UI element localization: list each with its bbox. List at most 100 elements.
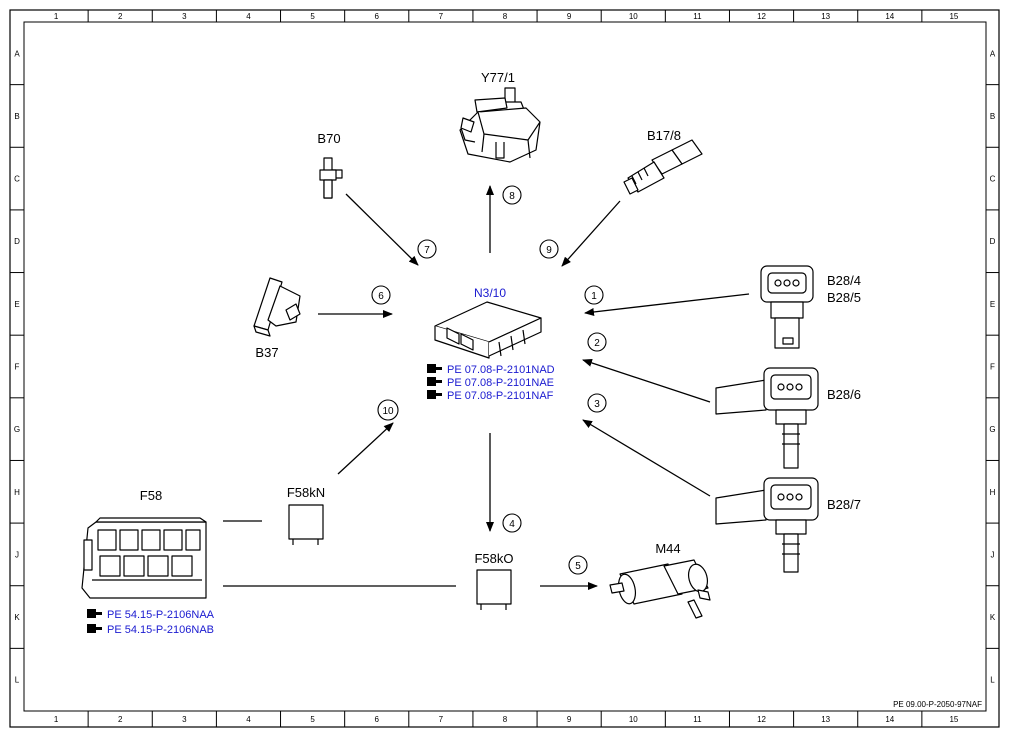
label-b70: B70 xyxy=(317,131,340,146)
column-label-top: 4 xyxy=(246,12,251,21)
column-label-top: 5 xyxy=(310,12,315,21)
reference-icon xyxy=(427,390,442,399)
row-label-right: F xyxy=(990,363,995,372)
callout-10-label: 10 xyxy=(382,406,394,417)
ecu-reference-2[interactable]: PE 07.08-P-2101NAE xyxy=(427,377,554,389)
column-label-bottom: 1 xyxy=(54,715,59,724)
reference-icon xyxy=(87,624,102,633)
ecu-reference-3-text[interactable]: PE 07.08-P-2101NAF xyxy=(447,390,554,402)
row-label-right: E xyxy=(990,300,995,309)
row-label-left: K xyxy=(14,613,20,622)
column-label-bottom: 4 xyxy=(246,715,251,724)
relay-f58kn-drawing xyxy=(288,504,324,545)
row-label-left: A xyxy=(14,49,20,58)
column-label-top: 3 xyxy=(182,12,187,21)
callout-6-label: 6 xyxy=(378,291,384,302)
column-label-top: 9 xyxy=(567,12,572,21)
column-labels: 1122334455667788991010111112121313141415… xyxy=(54,12,959,724)
callout-markers: 1 2 3 4 5 6 7 8 9 10 xyxy=(371,185,607,575)
callout-4-label: 4 xyxy=(509,519,515,530)
pedal-b37-drawing xyxy=(253,277,301,337)
pump-m44-drawing xyxy=(609,559,711,619)
callout-1: 1 xyxy=(584,285,604,305)
row-label-left: C xyxy=(14,175,20,184)
fusebox-reference-2-text[interactable]: PE 54.15-P-2106NAB xyxy=(107,624,214,636)
label-f58kn: F58kN xyxy=(287,485,325,500)
row-label-left: J xyxy=(15,550,19,559)
row-label-left: B xyxy=(14,112,19,121)
row-label-right: K xyxy=(990,613,996,622)
column-label-top: 10 xyxy=(629,12,638,21)
label-b28-6: B28/6 xyxy=(827,387,861,402)
callout-8: 8 xyxy=(502,185,522,205)
callout-6: 6 xyxy=(371,285,391,305)
signal-arrows xyxy=(223,185,750,590)
label-n3-10: N3/10 xyxy=(474,286,506,300)
row-label-left: F xyxy=(15,363,20,372)
column-label-top: 7 xyxy=(439,12,444,21)
fusebox-reference-1-text[interactable]: PE 54.15-P-2106NAA xyxy=(107,609,215,621)
label-b28-7: B28/7 xyxy=(827,497,861,512)
sensor-b70-drawing xyxy=(319,157,343,199)
callout-5: 5 xyxy=(568,555,588,575)
column-label-bottom: 9 xyxy=(567,715,572,724)
callout-2: 2 xyxy=(587,332,607,352)
callout-2-label: 2 xyxy=(594,338,600,349)
reference-icon xyxy=(427,377,442,386)
column-label-bottom: 2 xyxy=(118,715,123,724)
column-label-top: 13 xyxy=(821,12,830,21)
arrow-9 xyxy=(561,200,621,267)
ecu-n3-10-drawing xyxy=(434,301,542,359)
column-label-bottom: 12 xyxy=(757,715,766,724)
callout-4: 4 xyxy=(502,513,522,533)
row-label-right: L xyxy=(990,676,995,685)
column-label-bottom: 6 xyxy=(375,715,380,724)
column-label-bottom: 3 xyxy=(182,715,187,724)
column-label-top: 11 xyxy=(693,12,702,21)
outer-frame xyxy=(9,9,1000,728)
column-label-bottom: 13 xyxy=(821,715,830,724)
column-label-top: 14 xyxy=(885,12,894,21)
ecu-reference-1-text[interactable]: PE 07.08-P-2101NAD xyxy=(447,364,555,376)
row-grid xyxy=(10,84,999,649)
callout-3: 3 xyxy=(587,393,607,413)
fusebox-reference-2[interactable]: PE 54.15-P-2106NAB xyxy=(87,624,214,636)
fusebox-reference-list: PE 54.15-P-2106NAA PE 54.15-P-2106NAB xyxy=(87,609,215,636)
callout-7: 7 xyxy=(417,239,437,259)
sensor-b17-8-drawing xyxy=(623,139,703,195)
row-label-right: C xyxy=(990,175,996,184)
inner-frame xyxy=(23,21,987,712)
fusebox-reference-1[interactable]: PE 54.15-P-2106NAA xyxy=(87,609,215,621)
arrow-3 xyxy=(582,419,711,497)
column-label-bottom: 5 xyxy=(310,715,315,724)
ecu-reference-1[interactable]: PE 07.08-P-2101NAD xyxy=(427,364,555,376)
row-label-right: G xyxy=(989,425,995,434)
row-label-right: D xyxy=(990,237,996,246)
sensor-b28-4-5-drawing xyxy=(760,265,814,349)
ecu-reference-3[interactable]: PE 07.08-P-2101NAF xyxy=(427,390,554,402)
column-label-top: 15 xyxy=(949,12,958,21)
arrow-7 xyxy=(345,193,419,266)
ecu-reference-2-text[interactable]: PE 07.08-P-2101NAE xyxy=(447,377,554,389)
row-label-left: E xyxy=(14,300,19,309)
column-label-bottom: 15 xyxy=(949,715,958,724)
row-label-left: H xyxy=(14,488,20,497)
callout-9: 9 xyxy=(539,239,559,259)
callout-9-label: 9 xyxy=(546,245,552,256)
row-label-right: J xyxy=(991,550,995,559)
row-label-right: A xyxy=(990,49,996,58)
label-f58: F58 xyxy=(140,488,162,503)
column-label-top: 6 xyxy=(375,12,380,21)
column-label-bottom: 10 xyxy=(629,715,638,724)
callout-1-label: 1 xyxy=(591,291,597,302)
reference-icon xyxy=(427,364,442,373)
column-label-bottom: 7 xyxy=(439,715,444,724)
label-b37: B37 xyxy=(255,345,278,360)
callout-3-label: 3 xyxy=(594,399,600,410)
column-label-top: 1 xyxy=(54,12,59,21)
arrow-10 xyxy=(337,422,394,475)
label-b17-8: B17/8 xyxy=(647,128,681,143)
